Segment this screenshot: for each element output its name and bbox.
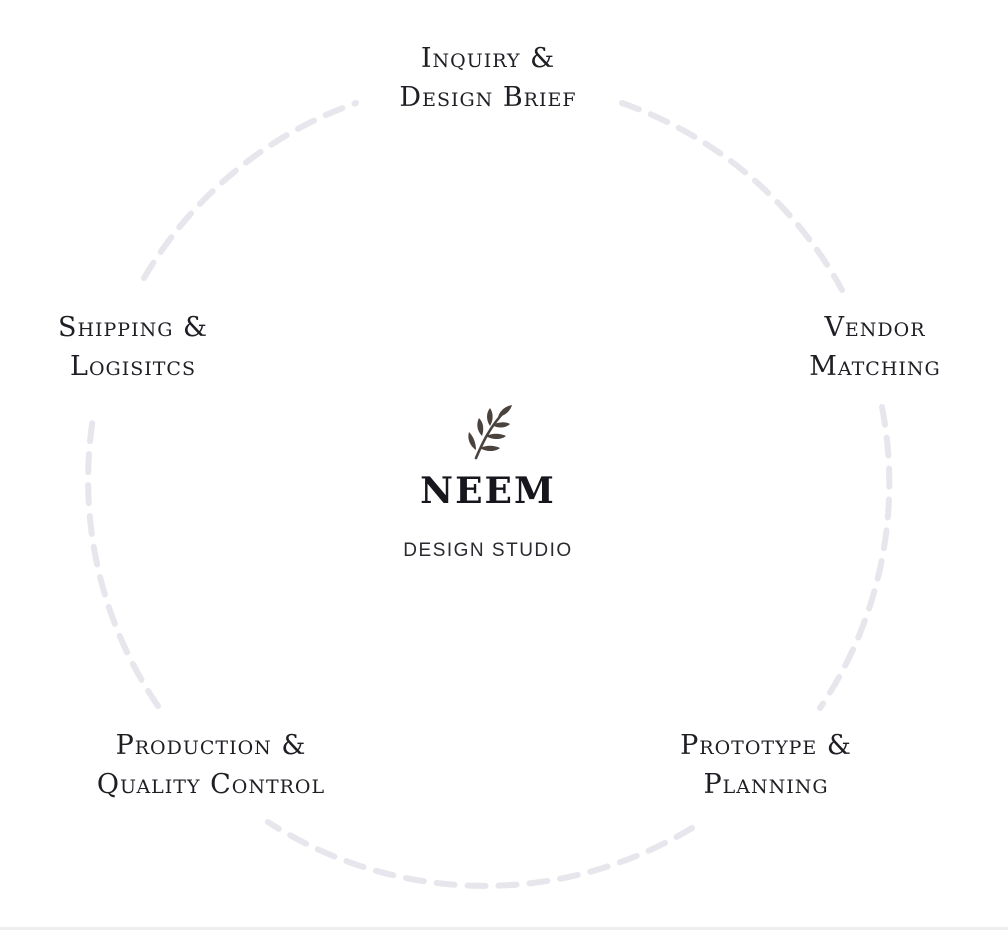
brand-name: NEEM: [420, 470, 556, 512]
step-shipping-logistics: Shipping & Logisitcs: [48, 308, 218, 386]
ring-arc-inquiry-vendor: [619, 100, 845, 293]
step-prototype-planning: Prototype & Planning: [660, 726, 872, 804]
step-line: Production &: [115, 730, 307, 761]
step-line: Shipping &: [57, 312, 209, 343]
ring-arc-vendor-prototype: [817, 404, 893, 711]
step-line: Prototype &: [680, 730, 852, 761]
ring-arc-production-shipping: [85, 415, 161, 709]
brand-logo: NEEM DESIGN STUDIO: [388, 398, 588, 578]
brand-subtitle: DESIGN STUDIO: [403, 540, 573, 561]
ring-arc-prototype-production: [265, 819, 695, 889]
step-line: Inquiry &: [420, 43, 556, 74]
leaf-sprig-icon: [468, 405, 512, 460]
step-line: Matching: [809, 351, 941, 382]
step-line: Logisitcs: [70, 351, 196, 382]
step-inquiry-design-brief: Inquiry & Design Brief: [378, 39, 598, 117]
step-production-quality-control: Production & Quality Control: [70, 726, 352, 804]
ring-arc-shipping-inquiry: [141, 100, 359, 281]
step-line: Design Brief: [399, 82, 577, 113]
step-line: Planning: [703, 769, 829, 800]
step-vendor-matching: Vendor Matching: [790, 308, 960, 386]
bottom-divider: [0, 927, 1008, 930]
step-line: Vendor: [824, 312, 926, 343]
step-line: Quality Control: [96, 769, 326, 800]
